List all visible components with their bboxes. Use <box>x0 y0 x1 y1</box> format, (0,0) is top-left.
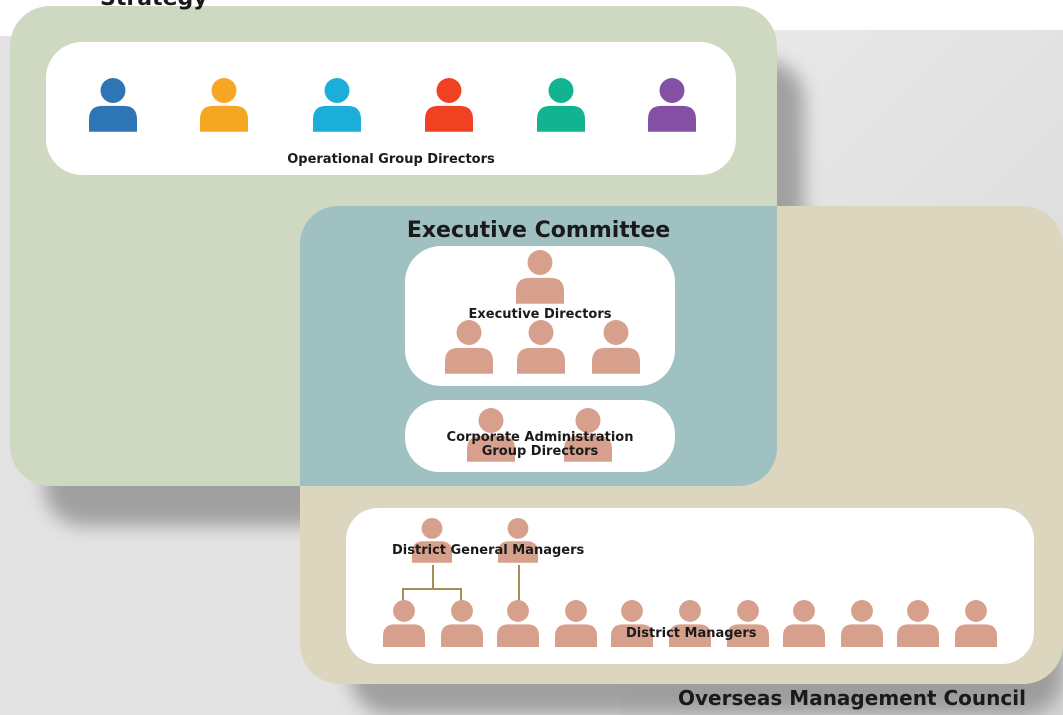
district-manager-icon <box>383 600 425 648</box>
operational-director-icon <box>537 78 585 132</box>
connector-left-drop-2 <box>460 588 462 602</box>
connector-left-drop-1 <box>402 588 404 602</box>
district-general-managers-label: District General Managers <box>392 543 585 558</box>
strategy-group-title: Strategy <box>100 0 208 11</box>
district-manager-icon <box>727 600 769 648</box>
executive-committee-title: Executive Committee <box>406 218 671 243</box>
corporate-administration-box <box>405 400 675 472</box>
operational-director-icon <box>89 78 137 132</box>
district-manager-icon <box>441 600 483 648</box>
corporate-director-icon <box>467 408 515 462</box>
district-manager-icon <box>955 600 997 648</box>
district-manager-icon <box>611 600 653 648</box>
operational-group-directors-label: Operational Group Directors <box>287 152 495 167</box>
connector-left-vertical <box>432 565 434 589</box>
connector-left-horizontal <box>402 588 462 590</box>
operational-group-directors-box <box>46 42 736 175</box>
operational-director-icon <box>425 78 473 132</box>
district-manager-icon <box>783 600 825 648</box>
district-general-manager-icon <box>498 518 538 563</box>
corporate-director-icon <box>564 408 612 462</box>
district-manager-icon <box>841 600 883 648</box>
corporate-administration-label-line1: Corporate Administration <box>446 430 634 445</box>
operational-director-icon <box>648 78 696 132</box>
district-general-manager-icon <box>412 518 452 563</box>
district-managers-label: District Managers <box>626 626 757 641</box>
district-manager-icon <box>669 600 711 648</box>
corporate-administration-label-line2: Group Directors <box>481 444 599 459</box>
operational-director-icon <box>200 78 248 132</box>
district-manager-icon <box>897 600 939 648</box>
operational-director-icon <box>313 78 361 132</box>
executive-director-icon <box>516 250 564 304</box>
executive-director-icon <box>592 320 640 374</box>
executive-director-icon <box>445 320 493 374</box>
executive-directors-label: Executive Directors <box>468 307 612 322</box>
executive-director-icon <box>517 320 565 374</box>
district-manager-icon <box>497 600 539 648</box>
district-manager-icon <box>555 600 597 648</box>
overseas-management-council-title: Overseas Management Council <box>678 686 1026 710</box>
connector-right-vertical <box>518 565 520 602</box>
